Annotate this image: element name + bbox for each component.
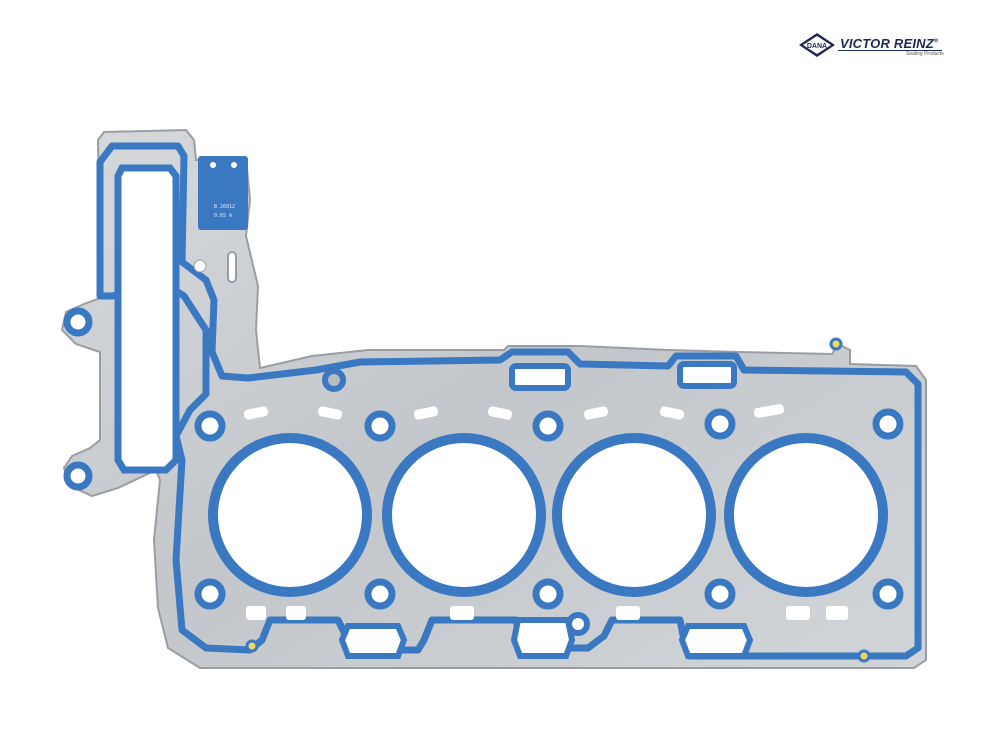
- dana-diamond-icon: DANA: [799, 33, 835, 57]
- brand-name: VICTOR REINZ®: [840, 36, 939, 51]
- top-slot-2: [677, 361, 737, 389]
- victor-reinz-logo: DANA VICTOR REINZ® Sealing Products: [798, 32, 948, 62]
- cylinder-bores: [208, 433, 888, 597]
- coolant-passages: [243, 404, 848, 620]
- svg-text:B 26012: B 26012: [214, 204, 235, 210]
- id-tab-dot: [210, 162, 216, 168]
- brand-tagline: Sealing Products: [906, 51, 944, 57]
- ear-hole-upper: [63, 307, 93, 337]
- coolant-window: [114, 164, 180, 474]
- svg-text:0.65 A: 0.65 A: [214, 213, 232, 219]
- id-tab: [198, 156, 248, 230]
- lower-pockets: [338, 617, 754, 659]
- ear-hole-lower: [63, 461, 93, 491]
- head-bolt-holes: [194, 408, 904, 610]
- logo-rule: [838, 50, 942, 51]
- svg-text:DANA: DANA: [807, 43, 827, 50]
- top-slot-1: [509, 363, 571, 391]
